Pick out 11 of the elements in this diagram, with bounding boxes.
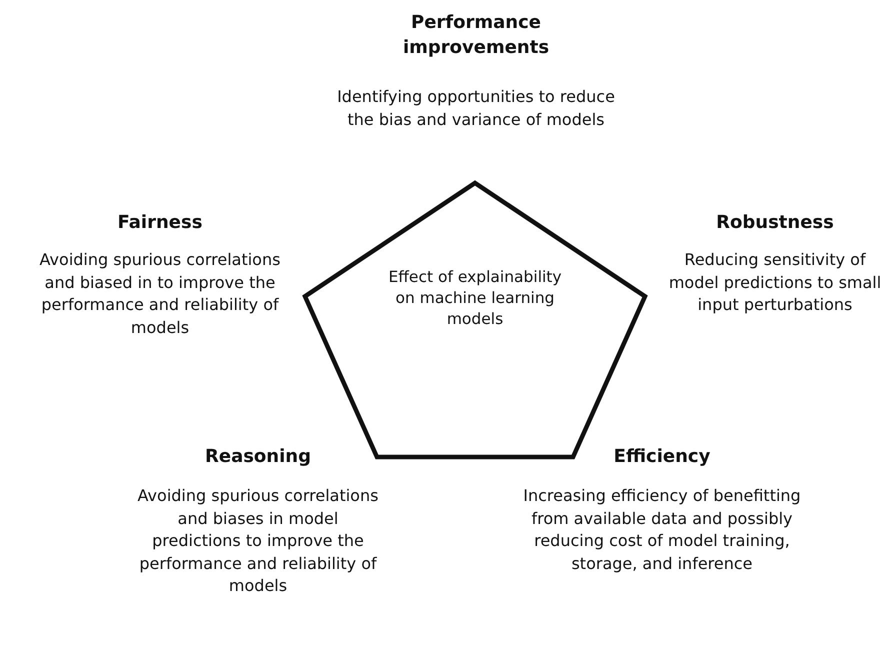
description-text: Avoiding spurious correlations and biases in model predictions to improve the performance and reliability of models [136, 485, 380, 597]
section-heading: Robustness [715, 211, 835, 235]
section-heading: Reasoning [204, 445, 312, 469]
description-text: Avoiding spurious correlations and biased in to improve the performance and reliability of models [38, 249, 282, 338]
description-text: Reducing sensitivity of model predictions to small input perturbations [668, 249, 882, 316]
description-text: Increasing efficiency of benefitting from available data and possibly reducing cost of model training, storage, and inference [522, 485, 802, 574]
section-heading: Fairness [116, 211, 204, 235]
description-text: Identifying opportunities to reduce the bias and variance of models [336, 86, 616, 130]
section-heading: Efficiency [612, 445, 712, 469]
center-text: Effect of explainability on machine learning models [387, 267, 563, 330]
section-heading: Performance improvements [402, 11, 550, 60]
